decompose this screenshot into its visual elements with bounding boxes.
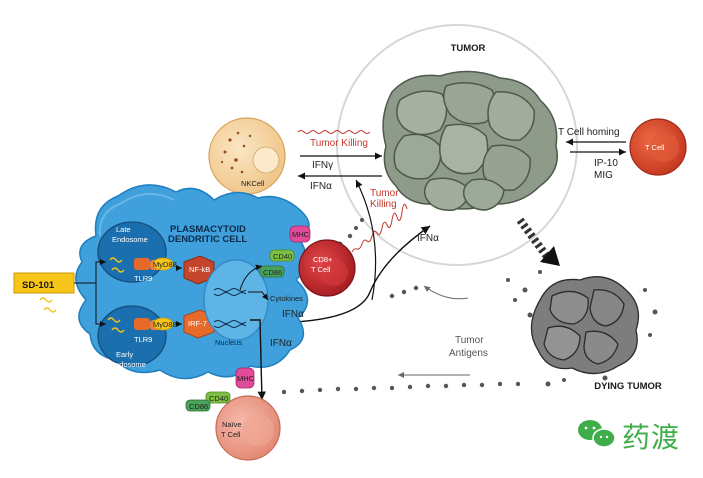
mhc-label-naive: MHC: [237, 374, 255, 383]
irf7-label: IRF-7: [188, 319, 207, 328]
tumor-antigens-2: Antigens: [449, 348, 488, 359]
nucleus: [203, 259, 269, 341]
late-endosome-label-2: Endosome: [112, 235, 148, 244]
cytokines-arrow: [248, 291, 269, 301]
sd101-label: SD-101: [22, 280, 55, 291]
watermark-text: 药渡: [622, 421, 681, 454]
ifna-cd8-label: IFNα: [282, 309, 304, 320]
dendritic-highlight: [98, 193, 175, 237]
nk-granules: [220, 131, 252, 174]
watermark-logo-icon: [578, 420, 616, 448]
dna-strands: [213, 288, 247, 328]
tlr9-receptor-late: [134, 257, 174, 271]
tumor-killing-wave-mid: [351, 203, 408, 253]
nucleus-to-cd40-arrow: [239, 264, 263, 291]
tumor-killing-mid-2: Killing: [370, 199, 397, 210]
ifng-label: IFNγ: [312, 160, 333, 171]
pdc-label-2: DENDRITIC CELL: [168, 234, 247, 245]
tlr9-label-early: TLR9: [134, 335, 152, 344]
ifna-nk-up-arrow: [355, 179, 377, 301]
cd8-nucleus: [320, 258, 348, 286]
cd40-receptor-cd8: [269, 249, 295, 262]
tumor-death-arrow: [516, 217, 560, 266]
tumor-title: TUMOR: [451, 43, 486, 54]
nucleus-label: Nucleus: [215, 338, 242, 347]
mhc-receptor-naive: [235, 367, 255, 389]
naive-label-2: T Cell: [221, 430, 241, 439]
early-endosome-label-2: Endosome: [110, 360, 146, 369]
dying-tumor-cluster: [530, 276, 640, 375]
t-cell-nucleus: [649, 132, 679, 162]
tumor-boundary-circle: [336, 24, 578, 266]
mhc-receptor-cd8: [289, 225, 311, 243]
debris-dots: [506, 270, 658, 387]
cd86-label-cd8: CD86: [263, 268, 282, 277]
myd88-label-early: MyD88: [153, 320, 177, 329]
myd88-label-late: MyD88: [153, 260, 177, 269]
sd101-early-arrow: [95, 283, 106, 327]
ifna-naive-arrow: [250, 319, 266, 401]
mhc-label-cd8: MHC: [292, 230, 310, 239]
naive-label-1: Naïve: [222, 420, 242, 429]
tumor-killing-top-label: Tumor Killing: [310, 138, 368, 149]
naive-nucleus: [242, 414, 274, 446]
t-cell-label: T Cell: [645, 143, 665, 152]
nk-cell-label: NKCell: [241, 179, 265, 188]
cd86-label-naive: CD86: [189, 402, 208, 411]
ifna-naive-label: IFNα: [270, 338, 292, 349]
antigen-arrow-upper: [423, 285, 469, 300]
tlr9-receptor-early: [134, 317, 174, 331]
tumor-cluster: [382, 70, 558, 211]
cd8-label-2: T Cell: [311, 265, 331, 274]
cd86-receptor-naive: [185, 399, 211, 412]
ifna-nk-label: IFNα: [310, 181, 332, 192]
cd40-label-naive: CD40: [209, 394, 228, 403]
mig-label: MIG: [594, 170, 613, 181]
cd40-receptor-naive: [205, 391, 231, 404]
tumor-antigens-1: Tumor: [455, 335, 484, 346]
early-endosome-label-1: Early: [116, 350, 133, 359]
tumor-killing-wave-top: [297, 130, 371, 134]
t-cell-homing-label: T Cell homing: [558, 127, 620, 138]
ifna-tumor-arrow: [293, 225, 431, 323]
tumor-killing-mid-1: Tumor: [370, 188, 399, 199]
late-endosome: [97, 221, 167, 283]
pdc-label-1: PLASMACYTOID: [170, 224, 246, 235]
tumor-antigen-dots: [281, 285, 521, 395]
cd86-receptor-cd8: [259, 265, 285, 278]
ip10-label: IP-10: [594, 158, 618, 169]
cd8-label-1: CD8+: [313, 255, 333, 264]
nk-cell-nucleus: [252, 146, 280, 174]
cd40-label-cd8: CD40: [273, 252, 292, 261]
sd101-late-arrow: [74, 259, 106, 284]
cytokines-label: Cytokines: [270, 294, 303, 303]
dying-tumor-label: DYING TUMOR: [594, 381, 662, 392]
cpg-squiggles: [39, 257, 125, 333]
ifna-tumor-label: IFNα: [417, 233, 439, 244]
tlr9-label-late: TLR9: [134, 274, 152, 283]
nfkb-label: NF-kB: [189, 265, 210, 274]
late-endosome-label-1: Late: [116, 225, 131, 234]
